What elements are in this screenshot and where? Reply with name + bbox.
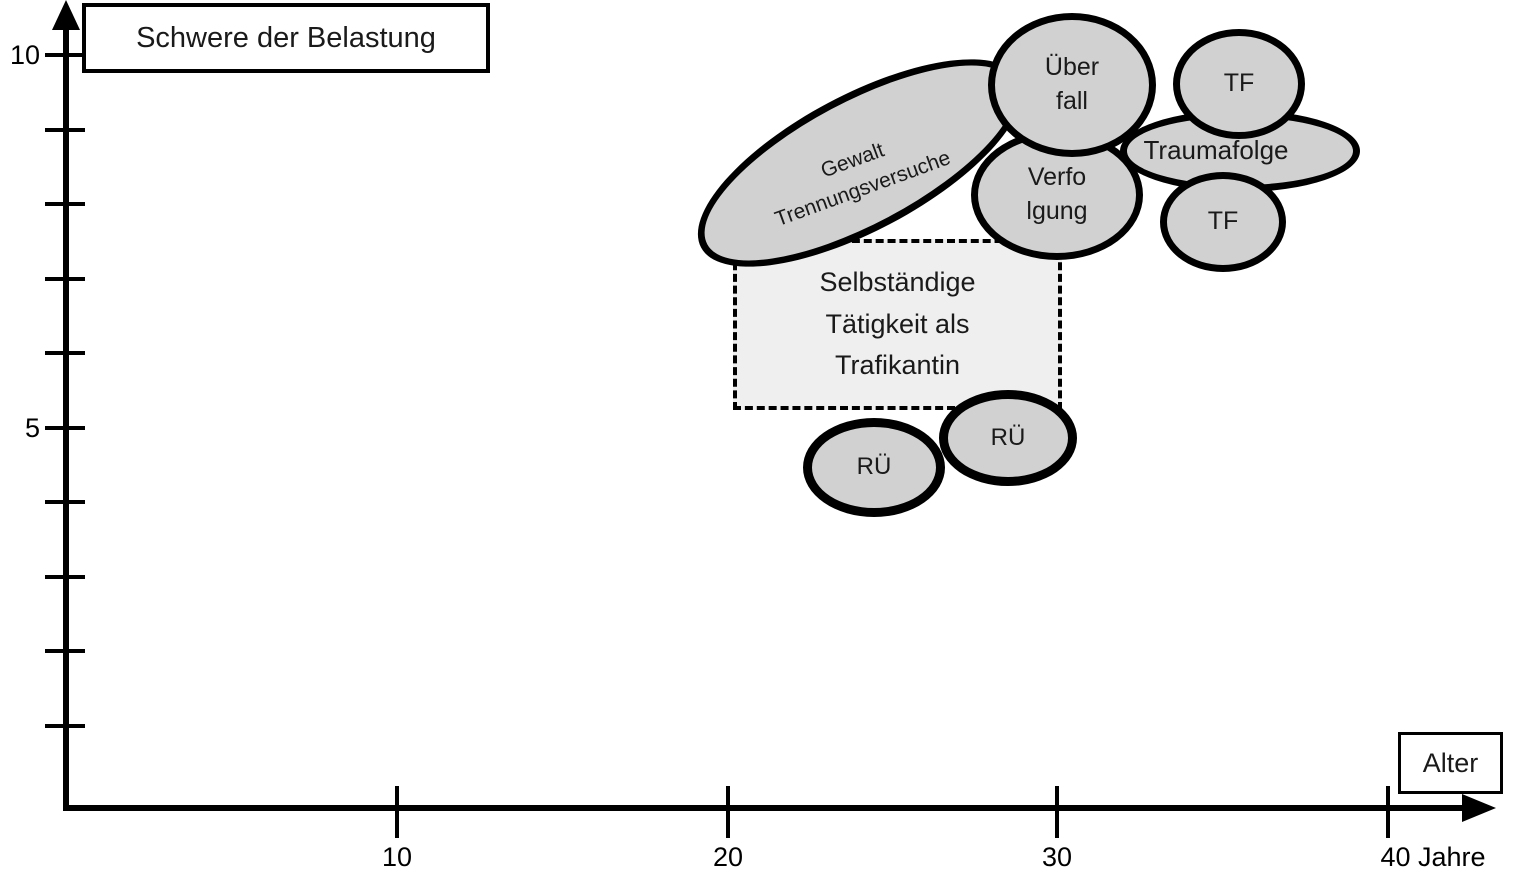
- y-tick: [45, 724, 85, 728]
- y-axis-title: Schwere der Belastung: [136, 21, 436, 54]
- x-axis-title-box: Alter: [1398, 732, 1503, 794]
- x-tick-label-20: 20: [712, 842, 744, 872]
- y-tick-label-5: 5: [24, 413, 40, 443]
- x-axis-title: Alter: [1422, 747, 1479, 778]
- rue-right-label: RÜ: [990, 423, 1026, 451]
- tf-bottom-label: TF: [1207, 207, 1239, 236]
- ueberfall-label-line1: Über: [1044, 53, 1100, 82]
- x-tick-label-10: 10: [381, 842, 413, 872]
- verfolgung-label-line2: lgung: [1026, 197, 1088, 225]
- x-tick: [1055, 786, 1059, 838]
- y-tick: [45, 426, 85, 430]
- y-axis-title-box: Schwere der Belastung: [82, 3, 490, 73]
- ueberfall-label-line2: fall: [1056, 87, 1088, 115]
- y-tick: [45, 575, 85, 579]
- traumafolge-label: Traumafolge: [1143, 135, 1289, 165]
- y-tick: [45, 128, 85, 132]
- x-tick: [395, 786, 399, 838]
- y-tick-label-10: 10: [9, 40, 40, 70]
- verfolgung-ellipse: Verfo lgung: [971, 130, 1143, 260]
- rue-left-ellipse: RÜ: [803, 418, 945, 517]
- ueberfall-ellipse: Über fall: [988, 13, 1156, 157]
- y-tick: [45, 277, 85, 281]
- tf-top-ellipse: TF: [1173, 29, 1305, 139]
- y-tick: [45, 351, 85, 355]
- trafikantin-label-line2: Tätigkeit als: [825, 308, 970, 339]
- x-tick: [726, 786, 730, 838]
- verfolgung-label-line1: Verfo: [1027, 163, 1087, 192]
- x-axis-line: [63, 805, 1470, 811]
- rue-right-ellipse: RÜ: [939, 390, 1077, 486]
- y-tick: [45, 202, 85, 206]
- y-tick: [45, 649, 85, 653]
- tf-bottom-ellipse: TF: [1160, 172, 1286, 272]
- x-tick-label-40-jahre: 40 Jahre: [1380, 842, 1486, 872]
- x-axis-arrow-icon: [1462, 794, 1496, 822]
- y-axis-line: [63, 12, 69, 811]
- trafikantin-label-line1: Selbständige: [819, 266, 976, 297]
- y-axis-arrow-icon: [52, 0, 80, 30]
- rue-left-label: RÜ: [856, 453, 892, 481]
- y-tick: [45, 500, 85, 504]
- x-tick-label-30: 30: [1041, 842, 1073, 872]
- tf-top-label: TF: [1223, 69, 1255, 98]
- trafikantin-label-line3: Trafikantin: [834, 350, 961, 381]
- x-tick: [1386, 786, 1390, 838]
- trafikantin-region: Selbständige Tätigkeit als Trafikantin: [733, 239, 1062, 410]
- y-tick: [45, 53, 85, 57]
